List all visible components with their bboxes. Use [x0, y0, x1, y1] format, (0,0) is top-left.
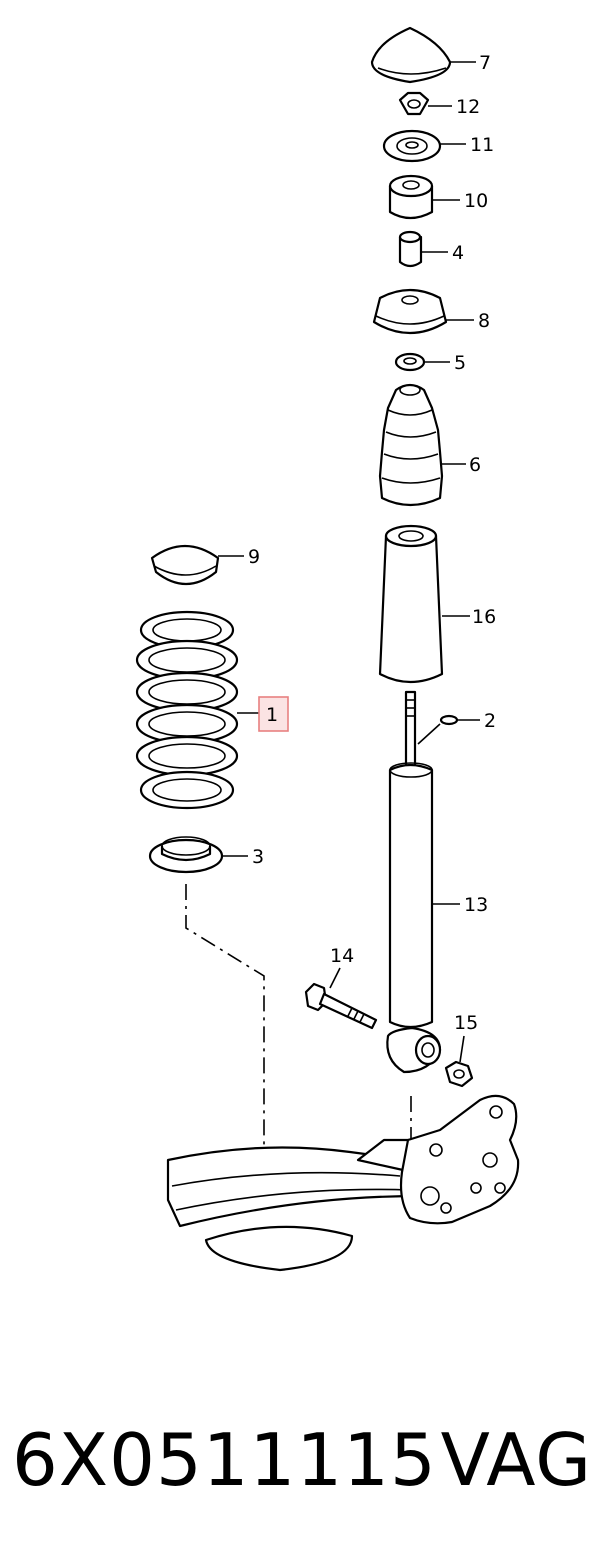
callout-3: 3 — [252, 846, 264, 868]
callout-1: 1 — [266, 704, 278, 726]
part-13-shock-absorber — [386, 690, 442, 1074]
part-16-dust-boot — [378, 524, 444, 684]
callout-15: 15 — [454, 1012, 478, 1034]
part-3-spring-pad — [148, 836, 224, 874]
part-caption: 6X0511115 VAG — [12, 1405, 592, 1515]
callout-10: 10 — [464, 190, 488, 212]
callout-12: 12 — [456, 96, 480, 118]
callout-8: 8 — [478, 310, 490, 332]
callout-6: 6 — [469, 454, 481, 476]
part-6-bump-stop — [378, 383, 444, 507]
part-12-nut — [398, 91, 430, 116]
part-1-coil-spring — [135, 610, 239, 810]
callout-7: 7 — [479, 52, 491, 74]
callout-2: 2 — [484, 710, 496, 732]
highlight-box-part-1 — [258, 696, 289, 732]
callout-13: 13 — [464, 894, 488, 916]
part-5-ring — [394, 352, 426, 372]
callout-4: 4 — [452, 242, 464, 264]
part-14-bolt — [304, 982, 378, 1030]
rear-axle-beam — [166, 1094, 520, 1272]
callout-5: 5 — [454, 352, 466, 374]
part-9-spring-cap — [150, 545, 220, 585]
part-4-sleeve — [398, 230, 423, 268]
leader-lines — [218, 61, 480, 1063]
callout-16: 16 — [472, 606, 496, 628]
part-11-washer — [382, 129, 442, 163]
part-10-bushing — [388, 174, 434, 220]
brand-label: VAG — [440, 1418, 592, 1502]
callout-14: 14 — [330, 945, 354, 967]
part-number: 6X0511115 — [12, 1418, 437, 1502]
part-7-cap — [370, 26, 452, 84]
assembly-line-spring — [185, 884, 265, 1150]
part-2-small-ring — [439, 714, 459, 726]
suspension-exploded-diagram: 7 12 11 10 4 8 5 6 9 16 1 2 3 13 14 15 — [135, 26, 520, 1272]
part-8-mount — [372, 288, 448, 334]
part-15-nut — [444, 1060, 474, 1088]
callout-11: 11 — [470, 134, 494, 156]
callout-9: 9 — [248, 546, 260, 568]
